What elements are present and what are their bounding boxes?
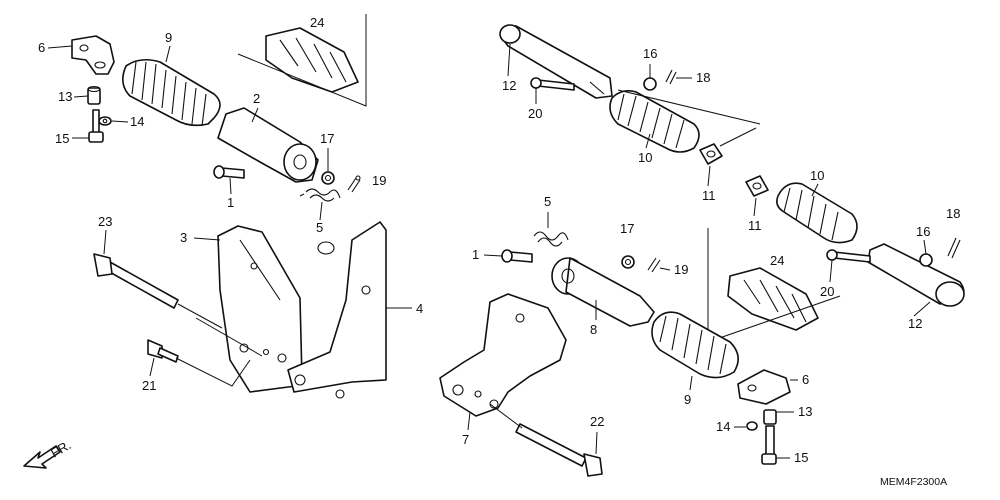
callout-10-upper: 10 — [638, 150, 652, 165]
callout-12-lower: 12 — [908, 316, 922, 331]
callout-1-right: 1 — [472, 247, 479, 262]
callout-5-right: 5 — [544, 194, 551, 209]
screw-right — [761, 425, 777, 465]
cotter-pin-18-upper — [665, 69, 677, 85]
callout-15-right: 15 — [794, 450, 808, 465]
pin-20-lower — [826, 249, 871, 263]
callout-13-right: 13 — [798, 404, 812, 419]
footpeg-rubber-right — [651, 311, 739, 379]
step-rubber-right — [727, 267, 819, 331]
washer-11-lower — [745, 175, 769, 197]
footpeg-body-right — [551, 257, 655, 327]
spring-left — [299, 188, 341, 202]
callout-10-lower: 10 — [810, 168, 824, 183]
long-bolt-left — [93, 253, 223, 329]
pivot-pin-right — [501, 249, 533, 263]
callout-20-lower: 20 — [820, 284, 834, 299]
bolt-21 — [147, 339, 179, 363]
callout-2: 2 — [253, 91, 260, 106]
callout-14-left: 14 — [130, 114, 144, 129]
callout-15-left: 15 — [55, 131, 69, 146]
washer-16-upper — [643, 77, 657, 91]
callout-9-right: 9 — [684, 392, 691, 407]
front-direction-arrow-icon — [23, 445, 61, 469]
callout-17-left: 17 — [320, 131, 334, 146]
callout-7: 7 — [462, 432, 469, 447]
cotter-pin-left — [347, 175, 361, 193]
callout-24-left: 24 — [310, 15, 324, 30]
callout-17-right: 17 — [620, 221, 634, 236]
step-arm-lower-right — [867, 243, 965, 307]
callout-23: 23 — [98, 214, 112, 229]
callout-6-right: 6 — [802, 372, 809, 387]
cotter-pin-right — [647, 257, 661, 273]
washer-16-lower — [919, 253, 933, 267]
diagram-code: MEM4F2300A — [880, 476, 947, 488]
long-bolt-right — [489, 403, 603, 477]
callout-1-left: 1 — [227, 195, 234, 210]
step-arm-upper-right — [499, 24, 613, 99]
callout-3: 3 — [180, 230, 187, 245]
footpeg-body-left — [217, 107, 319, 183]
callout-21: 21 — [142, 378, 156, 393]
callout-13-left: 13 — [58, 89, 72, 104]
callout-4: 4 — [416, 301, 423, 316]
screw-left — [88, 109, 104, 143]
callout-labels: 6 9 24 13 14 15 2 17 19 1 5 3 4 23 21 12… — [38, 15, 960, 465]
callout-24-right: 24 — [770, 253, 784, 268]
callout-16-upper: 16 — [643, 46, 657, 61]
callout-12-upper: 12 — [502, 78, 516, 93]
collar-right — [763, 409, 777, 425]
callout-20-upper: 20 — [528, 106, 542, 121]
footpeg-rubber-upper-right — [609, 90, 700, 153]
pivot-pin-left — [213, 165, 245, 179]
callout-19-left: 19 — [372, 173, 386, 188]
callout-8: 8 — [590, 322, 597, 337]
step-rubber-left — [265, 27, 359, 93]
washer-17-right — [621, 255, 635, 269]
callout-14-right: 14 — [716, 419, 730, 434]
footpeg-rubber-lower-right — [776, 182, 858, 244]
footpeg-bracket-right — [439, 293, 567, 417]
footpeg-bracket-left — [217, 225, 303, 393]
heel-guard-right — [737, 369, 791, 405]
footpeg-rubber-left — [122, 58, 221, 127]
washer-left — [98, 116, 112, 126]
cotter-pin-18-lower — [947, 237, 961, 259]
washer-11-upper — [699, 143, 723, 165]
callout-18-lower: 18 — [946, 206, 960, 221]
step-rubber-bracket-left — [237, 14, 367, 107]
callout-9-left: 9 — [165, 30, 172, 45]
callout-6-left: 6 — [38, 40, 45, 55]
side-bracket-left — [287, 221, 387, 399]
spring-right — [533, 231, 569, 247]
collar-left — [87, 85, 101, 105]
callout-19-right: 19 — [674, 262, 688, 277]
callout-22: 22 — [590, 414, 604, 429]
callout-11-upper: 11 — [702, 188, 716, 203]
callout-11-lower: 11 — [748, 218, 762, 233]
washer-17-left — [321, 171, 335, 185]
callout-18-upper: 18 — [696, 70, 710, 85]
heel-guard-left — [71, 35, 115, 75]
washer-14-right — [746, 421, 758, 431]
callout-16-lower: 16 — [916, 224, 930, 239]
callout-5-left: 5 — [316, 220, 323, 235]
